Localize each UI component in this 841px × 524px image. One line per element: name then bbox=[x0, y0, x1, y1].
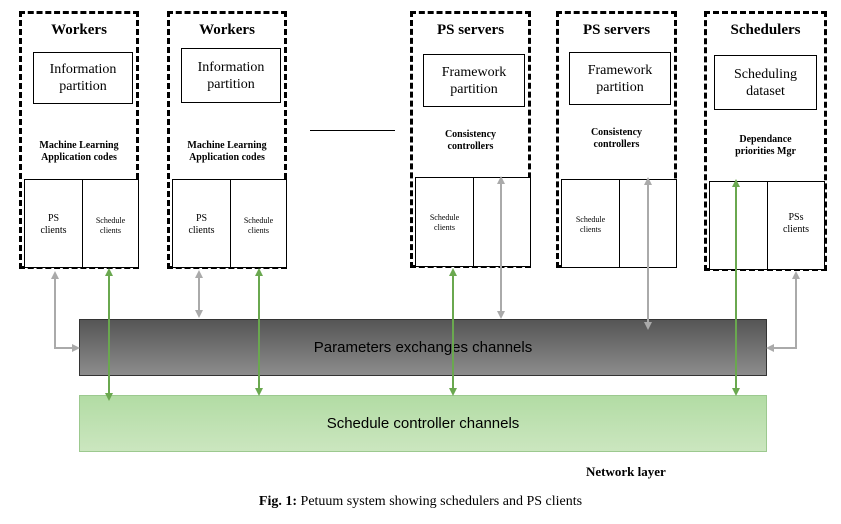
gray-arrow-worker1 bbox=[51, 271, 80, 352]
consistency-controllers-label: Consistency controllers bbox=[590, 127, 643, 150]
node-title: PS servers bbox=[582, 22, 651, 38]
empty-cell bbox=[709, 181, 768, 270]
ml-application-codes-label: Machine Learning Application codes bbox=[187, 140, 267, 163]
connector-line bbox=[310, 130, 395, 131]
pss-clients-label: PSs clients bbox=[782, 212, 810, 235]
scheduler-node: Schedulers Scheduling dataset Dependance… bbox=[704, 11, 827, 271]
network-layer-label: Network layer bbox=[586, 464, 666, 479]
schedule-clients-cell: Schedule clients bbox=[415, 177, 474, 267]
information-partition-box: Information partition bbox=[33, 52, 133, 104]
schedule-channel-label: Schedule controller channels bbox=[326, 415, 520, 432]
scheduling-dataset-box: Scheduling dataset bbox=[714, 55, 817, 110]
figure-caption: Fig. 1: Petuum system showing schedulers… bbox=[0, 494, 841, 510]
ps-clients-cell: PS clients bbox=[24, 179, 83, 268]
schedule-clients-cell: Schedule clients bbox=[230, 179, 287, 268]
ps-clients-label: PS clients bbox=[188, 213, 215, 236]
node-title: Workers bbox=[199, 22, 255, 38]
parameters-exchange-channel: Parameters exchanges channels bbox=[79, 319, 767, 376]
node-title: PS servers bbox=[436, 22, 505, 38]
figure-caption-text: Petuum system showing schedulers and PS … bbox=[297, 494, 583, 509]
dependance-priorities-label: Dependance priorities Mgr bbox=[735, 134, 796, 157]
ps-server-node-2: PS servers Framework partition Consisten… bbox=[556, 11, 677, 268]
schedule-clients-cell: Schedule clients bbox=[82, 179, 139, 268]
schedule-controller-channel: Schedule controller channels bbox=[79, 395, 767, 452]
node-title: Workers bbox=[51, 22, 107, 38]
schedule-clients-cell: Schedule clients bbox=[561, 179, 620, 268]
schedule-clients-label: Schedule clients bbox=[429, 213, 460, 232]
ps-clients-cell: PS clients bbox=[172, 179, 231, 268]
consistency-controllers-label: Consistency controllers bbox=[444, 129, 497, 152]
figure-caption-label: Fig. 1: bbox=[258, 494, 298, 509]
ps-server-node-1: PS servers Framework partition Consisten… bbox=[410, 11, 531, 268]
gray-arrow-scheduler bbox=[766, 271, 800, 352]
node-title: Schedulers bbox=[730, 22, 801, 38]
empty-cell bbox=[619, 179, 677, 268]
parameters-channel-label: Parameters exchanges channels bbox=[313, 339, 533, 356]
information-partition-box: Information partition bbox=[181, 48, 281, 103]
worker-node-1: Workers Information partition Machine Le… bbox=[19, 11, 139, 269]
empty-cell bbox=[473, 177, 531, 267]
ps-clients-label: PS clients bbox=[40, 213, 67, 236]
pss-clients-cell: PSs clients bbox=[767, 181, 825, 270]
framework-partition-box: Framework partition bbox=[569, 52, 671, 105]
worker-node-2: Workers Information partition Machine Le… bbox=[167, 11, 287, 269]
schedule-clients-label: Schedule clients bbox=[95, 216, 126, 235]
framework-partition-box: Framework partition bbox=[423, 54, 525, 107]
schedule-clients-label: Schedule clients bbox=[243, 216, 274, 235]
ml-application-codes-label: Machine Learning Application codes bbox=[39, 140, 119, 163]
schedule-clients-label: Schedule clients bbox=[575, 215, 606, 234]
